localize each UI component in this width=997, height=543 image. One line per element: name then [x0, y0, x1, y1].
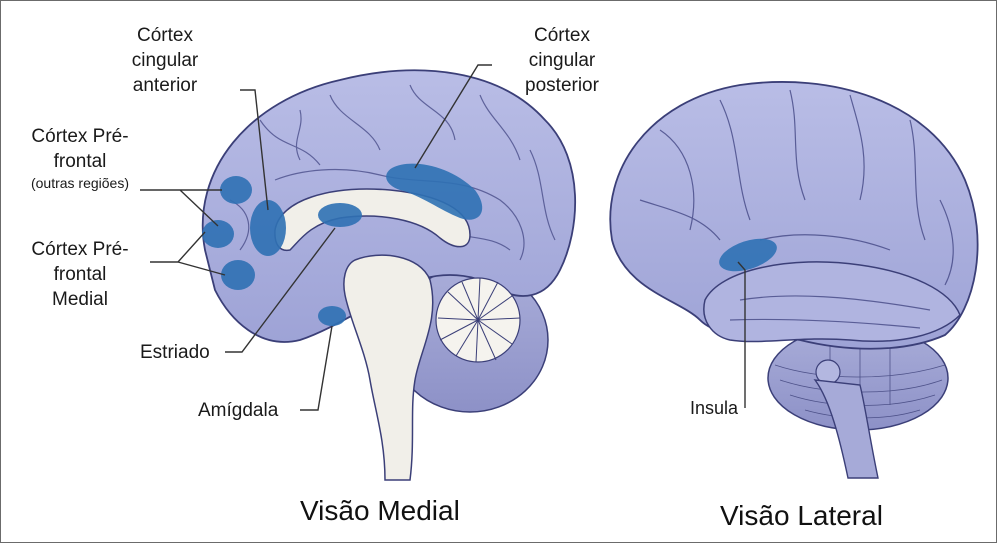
label-striatum: Estriado	[140, 340, 210, 365]
label-insula: Insula	[690, 396, 738, 421]
region-amygdala	[318, 306, 346, 326]
label-pfc-other: Córtex Pré- frontal (outras regiões)	[5, 124, 155, 192]
label-pfc-medial: Córtex Pré- frontal Medial	[5, 237, 155, 312]
label-pfc-other-line-3: (outras regiões)	[5, 174, 155, 192]
label-anterior-cingulate: Córtex cingular anterior	[95, 23, 235, 98]
label-pfc-other-line-1: Córtex Pré-	[5, 124, 155, 149]
label-amygdala: Amígdala	[198, 398, 278, 423]
label-posterior-cingulate-line-1: Córtex	[492, 23, 632, 48]
lateral-brain	[610, 82, 977, 478]
title-medial-view: Visão Medial	[300, 495, 460, 527]
label-anterior-cingulate-line-3: anterior	[95, 73, 235, 98]
label-pfc-medial-line-1: Córtex Pré-	[5, 237, 155, 262]
label-posterior-cingulate-line-3: posterior	[492, 73, 632, 98]
label-pfc-medial-line-3: Medial	[5, 287, 155, 312]
region-pfc-medial-1	[202, 220, 234, 248]
label-posterior-cingulate: Córtex cingular posterior	[492, 23, 632, 98]
region-pfc-medial-2	[221, 260, 255, 290]
label-posterior-cingulate-line-2: cingular	[492, 48, 632, 73]
title-lateral-view: Visão Lateral	[720, 500, 883, 532]
region-striatum	[318, 203, 362, 227]
label-pfc-other-line-2: frontal	[5, 149, 155, 174]
label-pfc-medial-line-2: frontal	[5, 262, 155, 287]
label-anterior-cingulate-line-2: cingular	[95, 48, 235, 73]
region-pfc-other	[220, 176, 252, 204]
label-anterior-cingulate-line-1: Córtex	[95, 23, 235, 48]
